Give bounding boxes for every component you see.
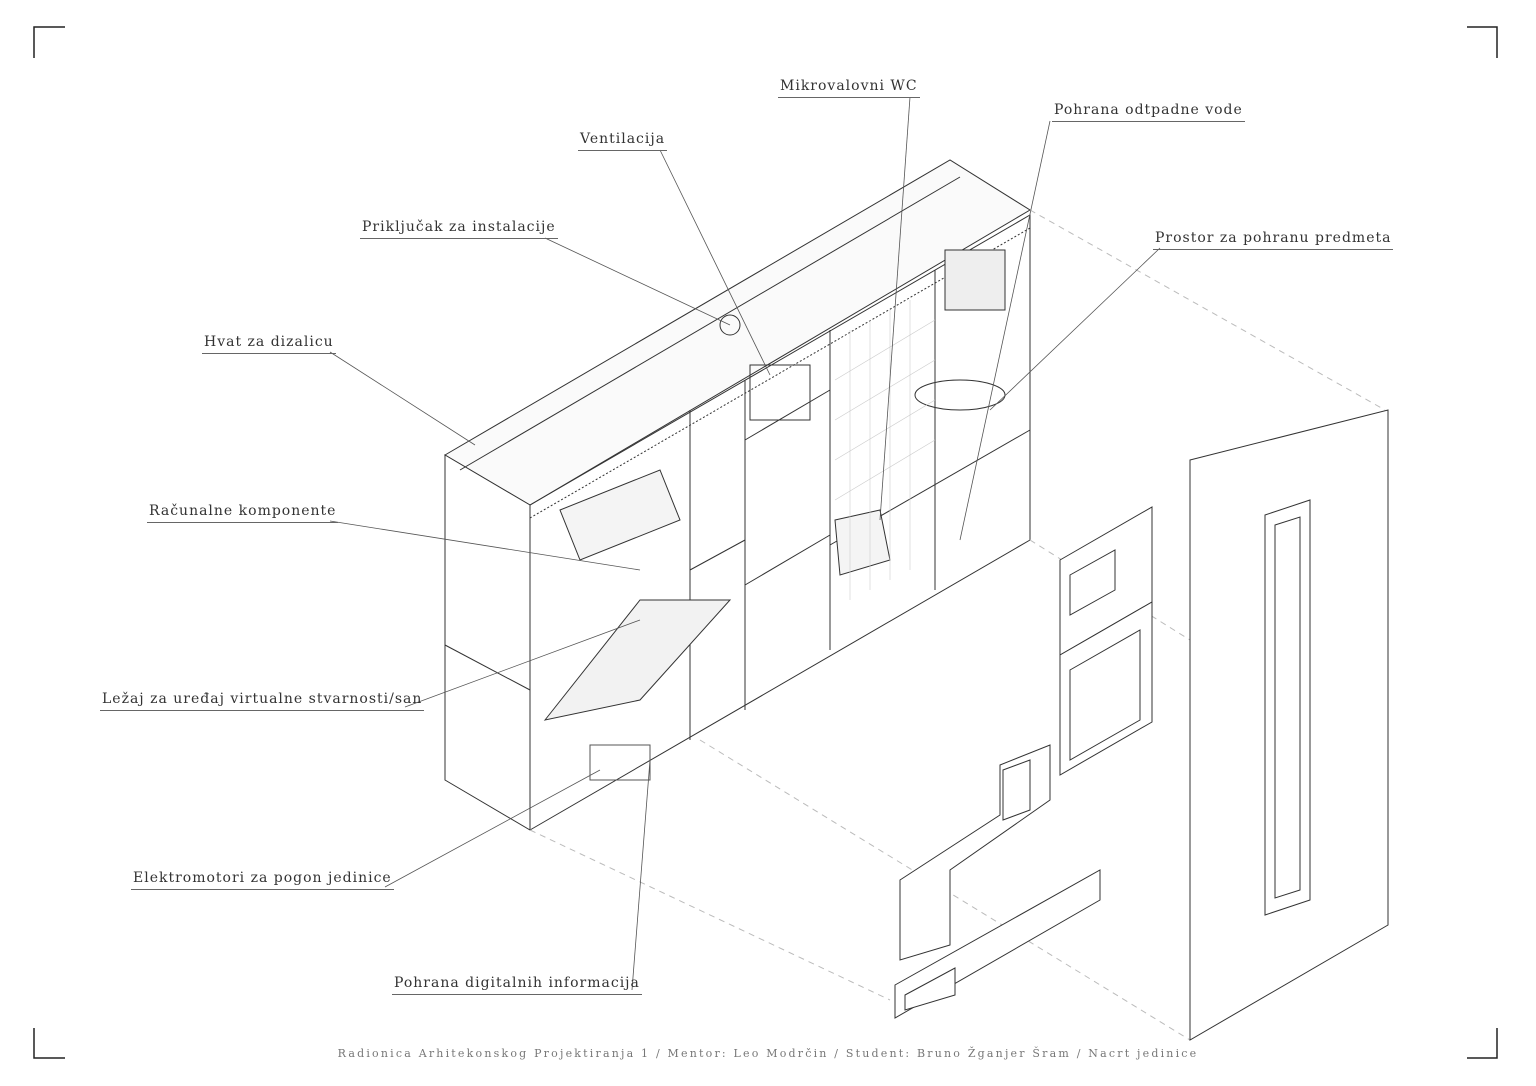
label-pohrana-odpadne-vode: Pohrana odtpadne vode — [1052, 102, 1245, 122]
label-mikrovalovni-wc: Mikrovalovni WC — [778, 78, 920, 98]
footer-credits: Radionica Arhitekonskog Projektiranja 1 … — [337, 1047, 1199, 1060]
crop-marks — [33, 26, 1498, 1059]
label-lezaj: Ležaj za uređaj virtualne stvarnosti/san — [100, 691, 425, 711]
label-racunalne-komponente: Računalne komponente — [147, 503, 339, 523]
label-ventilacija: Ventilacija — [578, 131, 668, 151]
label-elektromotori: Elektromotori za pogon jedinice — [131, 870, 394, 890]
label-hvat-za-dizalicu: Hvat za dizalicu — [202, 334, 336, 354]
unit-body — [444, 159, 1031, 831]
label-prikljucak: Priključak za instalacije — [360, 219, 558, 239]
leader-lines — [329, 96, 1161, 991]
exploded-panels — [894, 409, 1389, 1041]
label-prostor-pohrana: Prostor za pohranu predmeta — [1153, 230, 1394, 250]
label-pohrana-digitalnih: Pohrana digitalnih informacija — [392, 975, 642, 995]
